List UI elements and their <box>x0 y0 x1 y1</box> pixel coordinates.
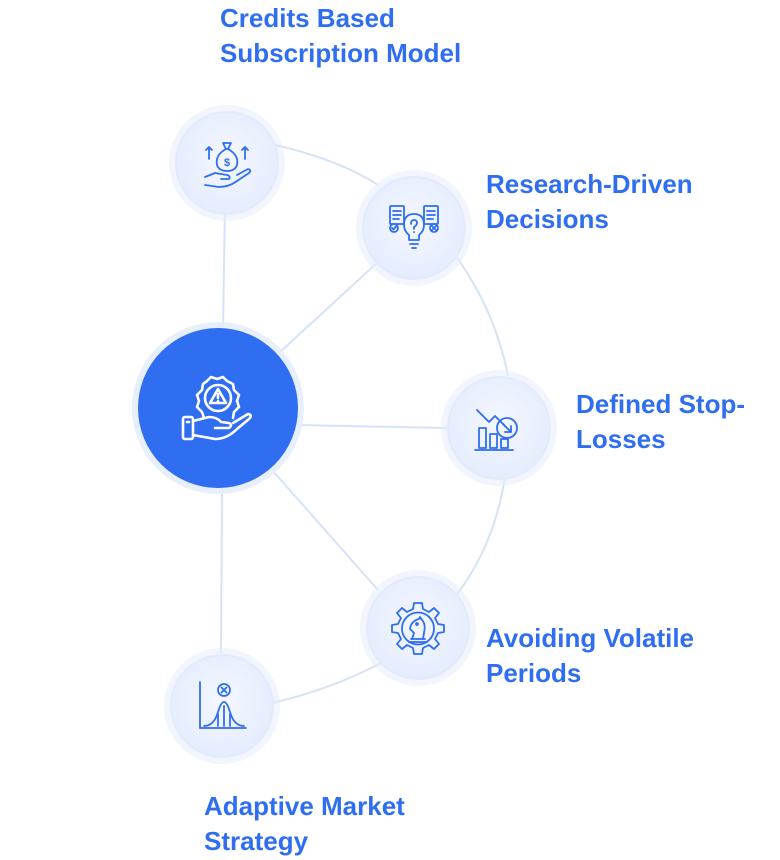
bell-curve-chart-icon <box>192 676 252 736</box>
node-research-driven <box>362 176 466 280</box>
declining-chart-icon <box>469 398 529 458</box>
label-credits-subscription: Credits Based Subscription Model <box>220 3 462 68</box>
arc-volatile-to-adaptive <box>271 661 384 704</box>
label-adaptive-market-strategy: Adaptive Market Strategy <box>204 791 405 856</box>
node-avoiding-volatile-periods <box>366 576 470 680</box>
documents-lightbulb-icon <box>384 198 444 258</box>
svg-text:$: $ <box>224 157 230 169</box>
link-hub-to-volatile <box>271 469 379 591</box>
hand-gear-warning-icon <box>175 365 261 451</box>
gear-chess-knight-icon <box>387 597 449 659</box>
link-hub-to-adaptive <box>220 487 223 654</box>
hub-node <box>138 328 298 488</box>
label-defined-stop-losses: Defined Stop- Losses <box>576 389 745 454</box>
label-avoiding-volatile-periods: Avoiding Volatile Periods <box>486 623 695 688</box>
arc-credits-to-research <box>274 144 379 186</box>
node-adaptive-market-strategy <box>170 654 274 758</box>
label-research-driven: Research-Driven Decisions <box>486 169 693 234</box>
arc-stop-losses-to-volatile <box>454 475 506 598</box>
hand-money-bag-icon: $ <box>197 133 257 193</box>
arc-research-to-stop-losses <box>454 254 509 377</box>
node-defined-stop-losses <box>447 376 551 480</box>
link-hub-to-stop-losses <box>297 424 448 429</box>
link-hub-to-credits <box>222 202 226 331</box>
node-credits-subscription: $ <box>175 111 279 215</box>
link-hub-to-research <box>279 261 379 353</box>
